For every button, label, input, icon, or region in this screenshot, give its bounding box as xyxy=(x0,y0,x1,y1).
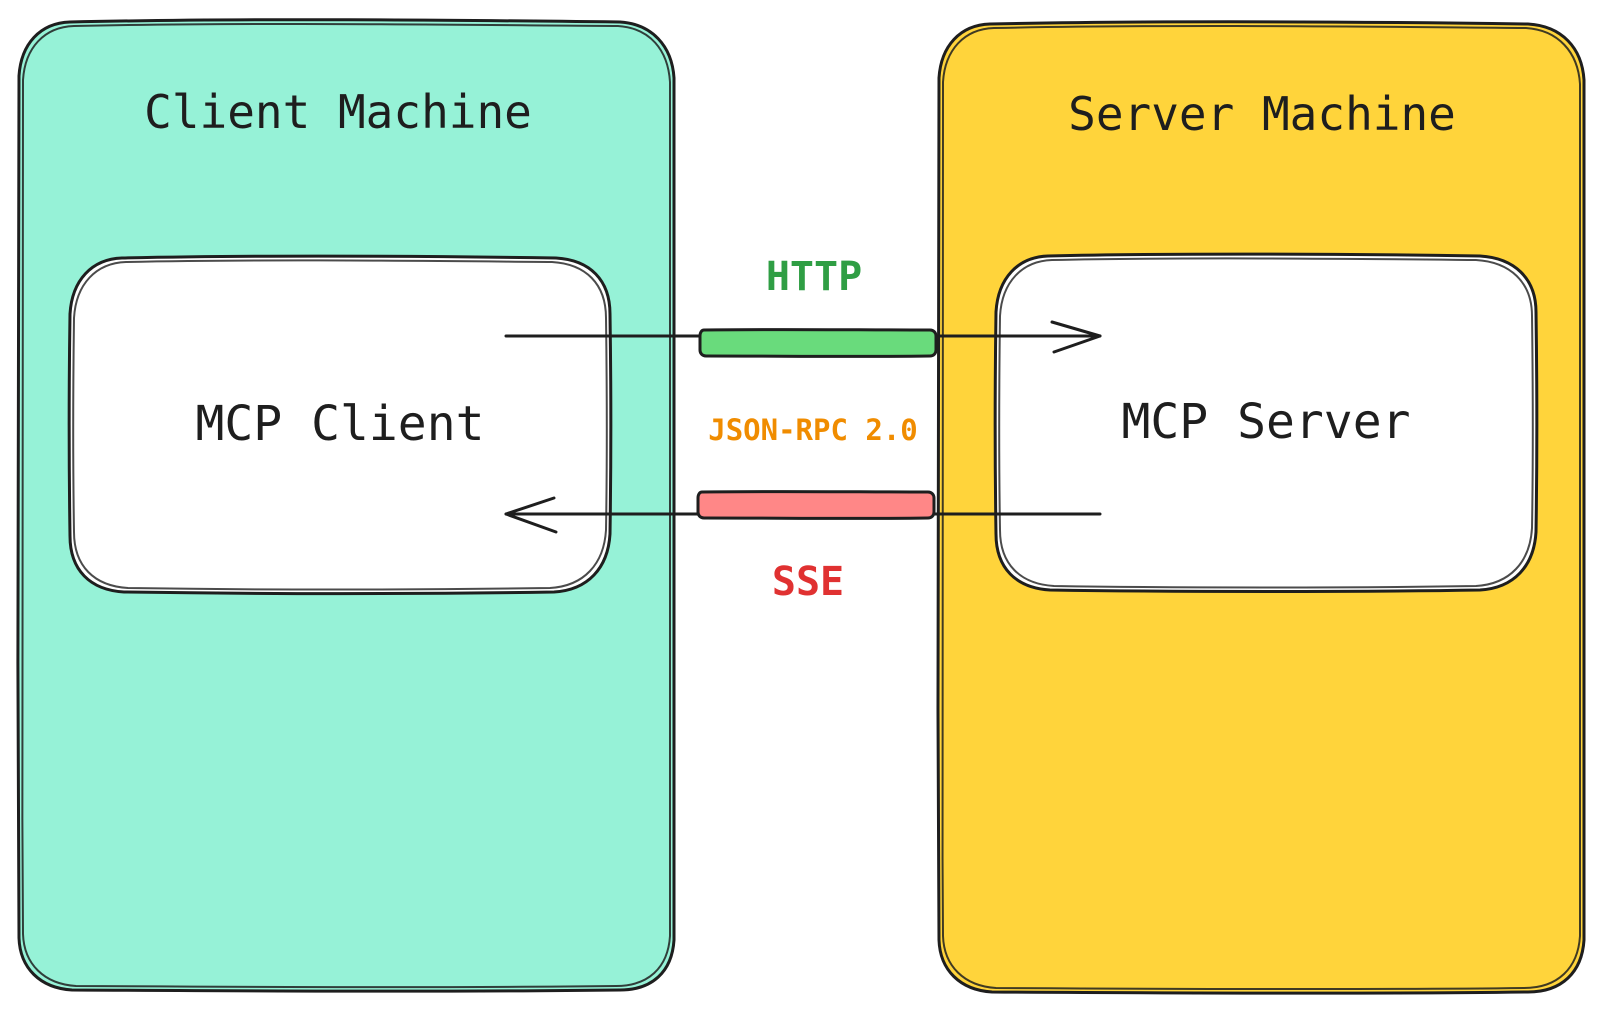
mcp-server-node: MCP Server xyxy=(993,252,1539,593)
sse-label: SSE xyxy=(772,559,844,605)
mcp-server-label: MCP Server xyxy=(1122,394,1411,450)
mcp-client-box xyxy=(67,254,613,595)
response-arrow-head xyxy=(504,496,558,534)
response-arrow: SSE xyxy=(504,490,1102,605)
mcp-server-box xyxy=(993,252,1539,593)
client-machine-title: Client Machine xyxy=(144,85,532,139)
mcp-client-node: MCP Client xyxy=(67,254,613,595)
http-label: HTTP xyxy=(766,254,862,300)
request-arrow-head xyxy=(1050,320,1102,354)
mcp-server-box-sketch xyxy=(998,257,1534,589)
mcp-client-label: MCP Client xyxy=(196,396,485,452)
server-machine-box-sketch xyxy=(940,24,1583,991)
json-rpc-label: JSON-RPC 2.0 xyxy=(708,413,918,447)
http-bar xyxy=(698,328,938,358)
sse-bar xyxy=(696,490,936,520)
request-arrow: HTTP xyxy=(504,254,1102,358)
mcp-client-box-sketch xyxy=(72,259,608,591)
server-machine-title: Server Machine xyxy=(1068,87,1456,141)
client-machine-box-sketch xyxy=(20,22,673,989)
